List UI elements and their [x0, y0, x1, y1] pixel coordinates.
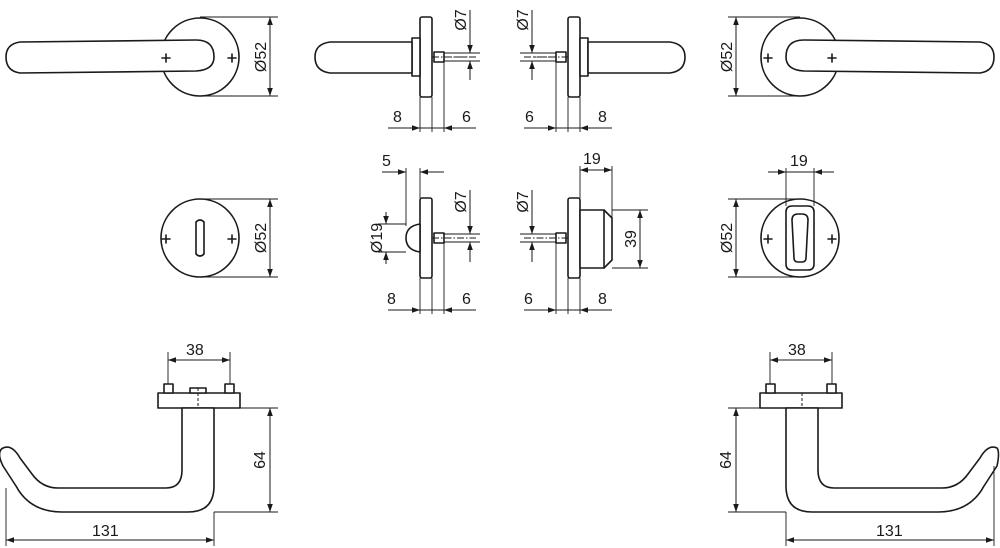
dim-rose-thickness: 8: [387, 291, 396, 308]
dim-spindle-diameter: Ø7: [453, 191, 470, 212]
dim-spindle-offset: 6: [524, 291, 533, 308]
lever-rose-front-left: Ø52: [5, 16, 278, 97]
dim-spindle-offset: 6: [525, 109, 534, 126]
dim-spindle-offset: 6: [462, 291, 471, 308]
screw-mark: [763, 53, 773, 63]
fixing-post: [163, 383, 174, 394]
turn-slot: [195, 219, 205, 257]
fixing-post: [826, 383, 837, 394]
lever-outline: [5, 39, 215, 74]
dim-rose-thickness: 8: [393, 109, 402, 126]
cylinder-outline: [785, 205, 815, 271]
dim-rose-diameter: Ø52: [253, 223, 270, 253]
dim-spindle-diameter: Ø7: [515, 9, 532, 30]
wc-rose-side: Ø7 5 Ø19 8 6: [369, 153, 480, 314]
cylinder-rose-front: 19 Ø52: [719, 153, 840, 278]
rose-plate: [759, 392, 843, 409]
dim-fixing-spacing: 38: [186, 342, 204, 359]
lever-arm: [785, 407, 1000, 513]
lever-rose-side-right: Ø7 6 8: [515, 9, 686, 132]
dim-spindle-offset: 6: [462, 109, 471, 126]
dim-spindle-diameter: Ø7: [453, 9, 470, 30]
rose-side: [419, 197, 433, 279]
dim-spindle-diameter: Ø7: [515, 191, 532, 212]
lever-outline: [785, 39, 995, 74]
lever-top-view-left: 38 64 131: [0, 342, 278, 546]
screw-mark: [227, 53, 237, 63]
lever-side: [587, 41, 686, 74]
lever-rose-side-left: Ø7 8 6: [314, 9, 480, 132]
rose-side: [567, 16, 581, 98]
dim-cylinder-width: 19: [583, 151, 601, 168]
screw-mark: [161, 234, 171, 244]
turn-button: [405, 223, 421, 253]
screw-mark: [827, 234, 837, 244]
dim-rose-diameter: Ø52: [719, 223, 736, 253]
lever-arm: [0, 407, 215, 513]
screw-mark: [827, 53, 837, 63]
fixing-post: [765, 383, 776, 394]
screw-mark: [161, 53, 171, 63]
dim-turn-offset: 5: [382, 153, 391, 170]
cylinder-rose-side: Ø7 19 39 6 8: [515, 151, 648, 314]
dim-rose-thickness: 8: [598, 291, 607, 308]
lever-top-view-right: 38 64 131: [718, 342, 1000, 546]
dim-handle-drop: 64: [252, 451, 269, 469]
lever-rose-front-right: Ø52: [719, 16, 995, 97]
dim-cylinder-height: 39: [623, 230, 640, 248]
rose-side: [419, 16, 433, 98]
dim-handle-length: 131: [876, 523, 903, 540]
dim-handle-drop: 64: [718, 451, 735, 469]
lever-neck: [411, 37, 421, 77]
cylinder-collar: [579, 209, 613, 269]
rose-side: [567, 197, 581, 279]
cylinder-turn: [791, 213, 809, 263]
screw-mark: [227, 234, 237, 244]
dim-turn-diameter: Ø19: [369, 223, 386, 253]
dim-rose-diameter: Ø52: [253, 42, 270, 72]
lever-side: [314, 41, 413, 74]
dim-fixing-spacing: 38: [788, 342, 806, 359]
fixing-post: [224, 383, 235, 394]
lever-neck: [579, 37, 589, 77]
dim-cylinder-width: 19: [790, 153, 808, 170]
dim-rose-thickness: 8: [598, 109, 607, 126]
screw-mark: [763, 234, 773, 244]
wc-rose-front: Ø52: [160, 198, 278, 278]
rose-plate: [157, 392, 241, 409]
dim-rose-diameter: Ø52: [719, 42, 736, 72]
dim-handle-length: 131: [92, 523, 119, 540]
